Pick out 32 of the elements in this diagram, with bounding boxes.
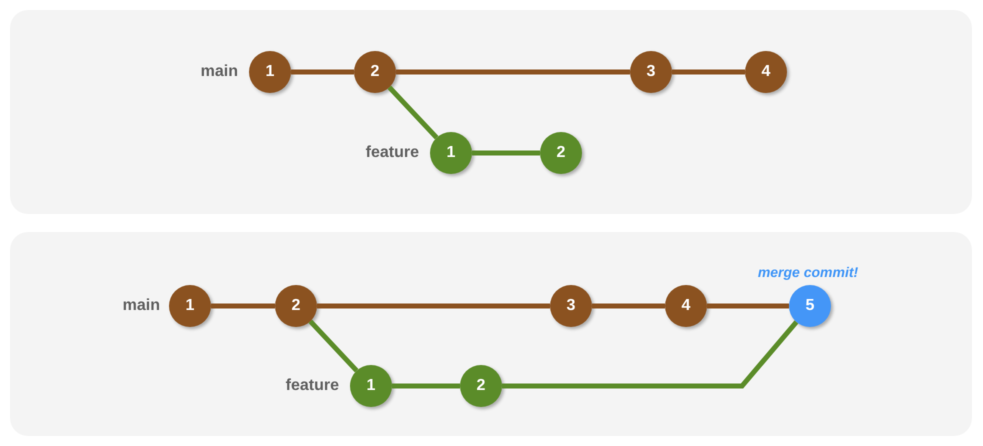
- branch-line: [392, 384, 460, 388]
- branch-label: feature: [366, 144, 419, 162]
- branch-line: [502, 320, 798, 388]
- commit-circle: 1: [430, 132, 472, 174]
- commit-annotation: merge commit!: [758, 264, 858, 280]
- commit-circle: 2: [460, 365, 502, 407]
- commit-circle: 4: [665, 285, 707, 327]
- commit-circle: 2: [275, 285, 317, 327]
- panel-background: [10, 10, 972, 214]
- commit-circle: 1: [249, 51, 291, 93]
- branch-line: [317, 304, 550, 308]
- branch-line: [472, 150, 540, 156]
- branch-line: [211, 304, 275, 308]
- commit-circle: 2: [354, 51, 396, 93]
- branch-line: [396, 70, 630, 74]
- branch-line: [672, 70, 745, 74]
- branch-label: main: [200, 63, 238, 81]
- panel-background: [10, 232, 972, 436]
- branch-line: [592, 304, 665, 308]
- commit-circle: 3: [630, 51, 672, 93]
- commit-circle: 1: [350, 365, 392, 407]
- commit-circle: 5: [789, 285, 831, 327]
- branch-label: main: [122, 297, 160, 315]
- branch-line: [308, 320, 358, 372]
- branch-line: [707, 304, 789, 308]
- branch-line: [291, 70, 354, 74]
- commit-circle: 4: [745, 51, 787, 93]
- commit-circle: 3: [550, 285, 592, 327]
- commit-circle: 2: [540, 132, 582, 174]
- branch-line: [388, 86, 438, 140]
- commit-circle: 1: [169, 285, 211, 327]
- branch-label: feature: [286, 377, 339, 395]
